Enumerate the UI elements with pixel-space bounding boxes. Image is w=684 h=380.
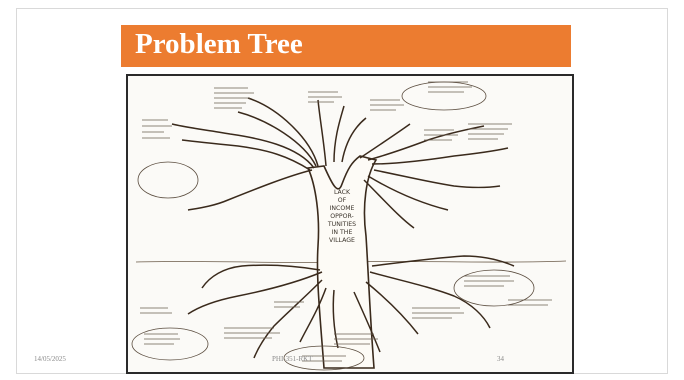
problem-tree-drawing: LACK OF INCOME OPPOR- TUNITIES IN THE VI… bbox=[131, 81, 567, 371]
annotation-circles bbox=[131, 81, 535, 371]
slide: Problem Tree bbox=[16, 8, 668, 374]
trunk-label-line: INCOME bbox=[330, 205, 355, 212]
root bbox=[353, 291, 381, 353]
branch bbox=[317, 99, 327, 167]
annotation-circle bbox=[453, 269, 535, 307]
trunk-label-line: TUNITIES bbox=[327, 221, 356, 228]
branch bbox=[187, 169, 313, 211]
note-scribble bbox=[334, 333, 378, 345]
tree-roots bbox=[187, 255, 515, 359]
annotation-circle bbox=[131, 327, 209, 361]
root bbox=[299, 287, 327, 343]
trunk-label: LACK OF INCOME OPPOR- TUNITIES IN THE VI… bbox=[327, 189, 356, 244]
branch bbox=[341, 117, 367, 163]
footer-course-code: PHI-351-RKT bbox=[272, 355, 313, 363]
branch bbox=[333, 105, 345, 163]
branch bbox=[363, 179, 415, 229]
note-scribble bbox=[274, 301, 304, 308]
branch bbox=[373, 169, 501, 189]
note-scribble bbox=[428, 81, 472, 93]
problem-tree-illustration: LACK OF INCOME OPPOR- TUNITIES IN THE VI… bbox=[126, 74, 574, 374]
branch bbox=[247, 97, 319, 167]
branch bbox=[171, 123, 315, 169]
note-scribble bbox=[468, 123, 512, 140]
branch bbox=[367, 175, 449, 211]
handwritten-notes bbox=[140, 81, 552, 362]
trunk-label-line: OPPOR- bbox=[330, 213, 353, 220]
note-scribble bbox=[214, 87, 254, 109]
root bbox=[201, 264, 321, 289]
root bbox=[369, 271, 491, 329]
note-scribble bbox=[412, 307, 464, 319]
root bbox=[187, 271, 323, 315]
annotation-circle bbox=[283, 345, 365, 371]
tree-trunk bbox=[306, 155, 378, 369]
trunk-label-line: OF bbox=[338, 197, 347, 204]
root bbox=[371, 255, 515, 267]
note-scribble bbox=[508, 299, 552, 306]
title-bar: Problem Tree bbox=[121, 25, 571, 67]
note-scribble bbox=[308, 91, 342, 103]
root bbox=[365, 281, 419, 335]
note-scribble bbox=[370, 99, 404, 111]
branch bbox=[181, 139, 311, 171]
trunk-label-line: IN THE bbox=[332, 229, 353, 236]
note-scribble bbox=[140, 307, 172, 314]
note-scribble bbox=[464, 275, 514, 287]
tree-branches bbox=[171, 97, 509, 229]
note-scribble bbox=[424, 129, 458, 141]
note-scribble bbox=[144, 333, 180, 345]
footer-page-number: 34 bbox=[497, 355, 504, 363]
trunk-label-line: VILLAGE bbox=[329, 237, 355, 244]
trunk-label-line: LACK bbox=[334, 189, 351, 196]
root bbox=[332, 289, 339, 349]
note-scribble bbox=[302, 355, 346, 362]
root bbox=[253, 279, 323, 359]
branch bbox=[359, 123, 411, 159]
slide-title: Problem Tree bbox=[135, 28, 303, 60]
annotation-circle bbox=[137, 161, 199, 199]
note-scribble bbox=[224, 327, 280, 339]
annotation-circle bbox=[401, 81, 487, 111]
branch bbox=[237, 111, 317, 167]
footer-date: 14/05/2025 bbox=[34, 355, 66, 363]
note-scribble bbox=[142, 119, 172, 139]
branch bbox=[371, 147, 509, 165]
